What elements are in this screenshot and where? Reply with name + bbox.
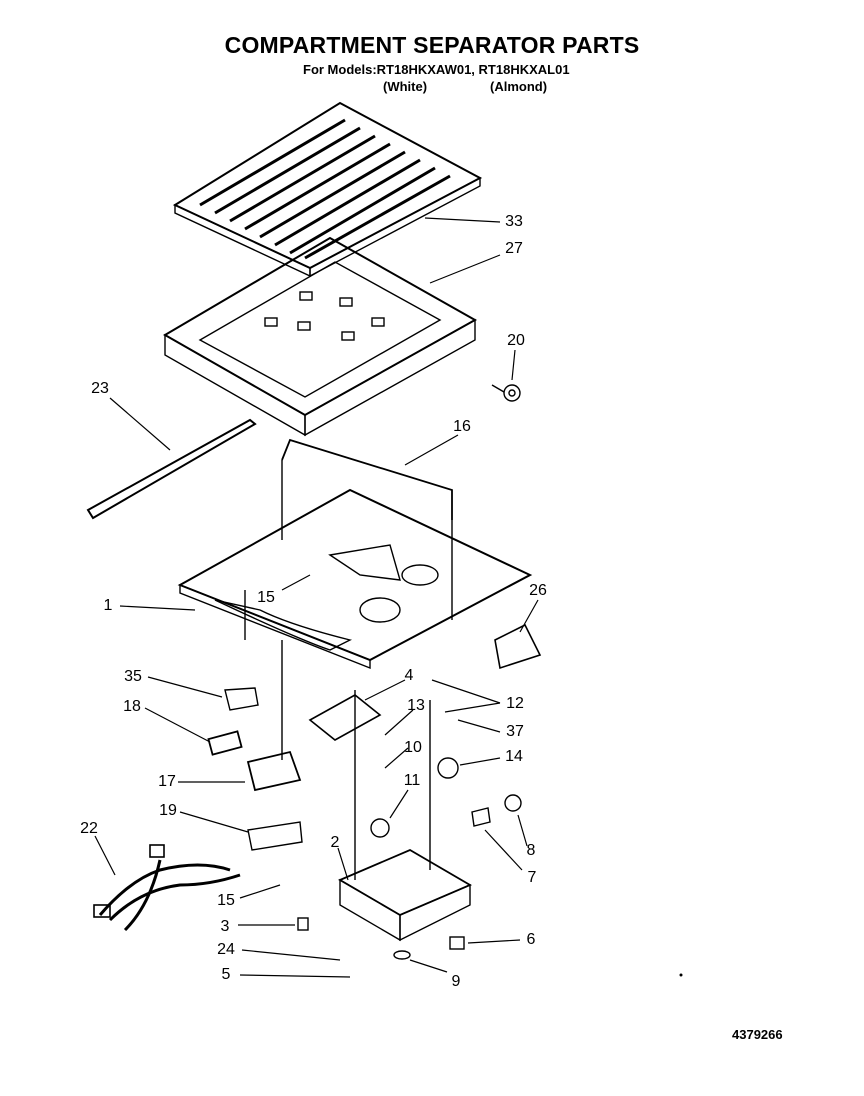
part-7-socket bbox=[471, 807, 491, 827]
callout-1: 1 bbox=[103, 597, 113, 614]
callout-15-lower: 15 bbox=[217, 892, 235, 909]
part-26-cover bbox=[494, 623, 542, 670]
callout-13: 13 bbox=[407, 697, 425, 714]
part-3-clip bbox=[297, 917, 309, 931]
color-almond-label: (Almond) bbox=[490, 79, 548, 94]
part-14-disc bbox=[437, 757, 459, 779]
callout-37: 37 bbox=[506, 723, 524, 740]
part-23-strip bbox=[86, 418, 257, 520]
callout-20: 20 bbox=[507, 332, 525, 349]
part-18-lens bbox=[207, 730, 243, 756]
part-1-separator bbox=[177, 488, 533, 760]
color-white-label: (White) bbox=[383, 79, 428, 94]
callout-33: 33 bbox=[505, 213, 523, 230]
part-9-nut bbox=[393, 950, 411, 960]
callout-4: 4 bbox=[404, 667, 414, 684]
callout-10: 10 bbox=[404, 739, 422, 756]
part-27-frame bbox=[163, 236, 478, 437]
part-6-clip bbox=[449, 936, 465, 950]
part-33-grille bbox=[172, 101, 483, 278]
part-4-board bbox=[308, 694, 382, 741]
models-line: For Models:RT18HKXAW01, RT18HKXAL01 bbox=[303, 62, 570, 77]
part-8-bulb bbox=[504, 794, 522, 812]
callout-11: 11 bbox=[403, 772, 421, 789]
part-17-housing bbox=[246, 750, 302, 792]
part-35-clip bbox=[224, 687, 259, 711]
part-16-wire bbox=[281, 438, 453, 520]
leader-lines bbox=[94, 217, 539, 978]
callout-35: 35 bbox=[124, 668, 142, 685]
callout-3: 3 bbox=[220, 918, 230, 935]
callout-6: 6 bbox=[526, 931, 536, 948]
callout-24: 24 bbox=[217, 941, 235, 958]
callout-2: 2 bbox=[330, 834, 340, 851]
callout-22: 22 bbox=[80, 820, 98, 837]
callout-23: 23 bbox=[91, 380, 109, 397]
part-11-disc bbox=[370, 818, 390, 838]
diagram-title: COMPARTMENT SEPARATOR PARTS bbox=[224, 32, 640, 58]
part-2-bracket bbox=[338, 690, 472, 942]
document-number: 4379266 bbox=[732, 1027, 783, 1042]
part-19-bracket bbox=[247, 821, 303, 851]
callout-9: 9 bbox=[451, 973, 461, 990]
part-22-harness bbox=[98, 859, 241, 932]
callout-12: 12 bbox=[506, 695, 524, 712]
callout-26: 26 bbox=[529, 582, 547, 599]
callout-16: 16 bbox=[453, 418, 471, 435]
callout-8: 8 bbox=[526, 842, 536, 859]
part-20-knob bbox=[491, 384, 521, 402]
callout-5: 5 bbox=[221, 966, 231, 983]
callout-17: 17 bbox=[158, 773, 176, 790]
callout-7: 7 bbox=[527, 869, 537, 886]
callout-15-upper: 15 bbox=[257, 589, 275, 606]
callout-19: 19 bbox=[159, 802, 177, 819]
callout-27: 27 bbox=[505, 240, 523, 257]
callout-14: 14 bbox=[505, 748, 523, 765]
callout-18: 18 bbox=[123, 698, 141, 715]
